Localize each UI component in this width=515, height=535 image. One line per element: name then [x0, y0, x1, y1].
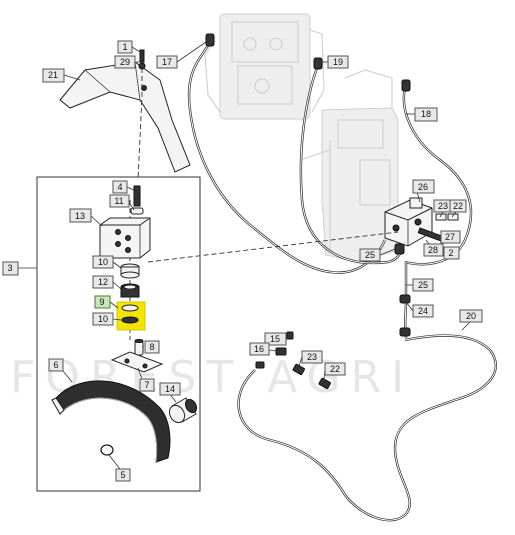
svg-text:10: 10 [98, 314, 108, 324]
subassembly-frame [36, 176, 201, 492]
svg-text:28: 28 [428, 245, 438, 255]
callout-3: 3 [2, 261, 19, 276]
callout-13: 13 [69, 208, 92, 223]
callout-10-upper: 10 [92, 255, 114, 269]
mounting-block [99, 217, 151, 259]
svg-text:25: 25 [365, 250, 375, 260]
svg-text:18: 18 [421, 109, 431, 119]
spacer-part-12 [120, 283, 140, 298]
svg-text:5: 5 [120, 470, 125, 480]
svg-text:16: 16 [254, 344, 264, 354]
callout-12: 12 [92, 275, 114, 289]
svg-text:22: 22 [330, 364, 340, 374]
svg-text:9: 9 [99, 297, 104, 307]
callout-22-lower: 22 [324, 362, 346, 376]
svg-text:20: 20 [466, 311, 476, 321]
callout-8: 8 [144, 340, 160, 354]
callout-29: 29 [114, 55, 136, 69]
callout-23-lower: 23 [301, 350, 323, 364]
callout-9-highlighted: 9 [94, 295, 111, 309]
callout-2: 2 [443, 246, 460, 260]
svg-text:23: 23 [438, 201, 448, 211]
callout-5: 5 [115, 468, 131, 482]
brake-shoe-part-6 [51, 380, 171, 463]
svg-text:13: 13 [75, 211, 85, 221]
svg-text:11: 11 [114, 196, 123, 206]
top-bolt [138, 49, 146, 70]
callout-6: 6 [48, 358, 64, 372]
callout-22-valve: 22 [449, 199, 467, 213]
pin-part-8 [134, 339, 144, 356]
svg-text:24: 24 [418, 306, 428, 316]
svg-text:4: 4 [117, 182, 122, 192]
callout-24: 24 [412, 304, 434, 318]
frame-ghost-drawing [299, 69, 399, 263]
callout-labels: 1 29 17 19 21 18 3 4 11 13 26 23 22 27 2… [2, 40, 483, 482]
assembly-line-to-valve [147, 231, 399, 263]
callout-20: 20 [459, 309, 483, 323]
svg-text:6: 6 [53, 360, 58, 370]
svg-text:17: 17 [162, 57, 172, 67]
svg-text:22: 22 [453, 201, 463, 211]
cylinder-part-14 [168, 397, 198, 424]
callout-28: 28 [423, 243, 444, 257]
svg-text:26: 26 [418, 182, 428, 192]
callout-10-lower: 10 [92, 312, 114, 326]
callout-25-valve: 25 [359, 248, 381, 262]
callout-11: 11 [109, 194, 130, 208]
svg-text:27: 27 [445, 232, 455, 242]
callout-21: 21 [42, 68, 65, 83]
svg-text:2: 2 [448, 248, 453, 258]
svg-text:19: 19 [333, 57, 343, 67]
bolt-part-4 [130, 185, 144, 215]
callout-4: 4 [112, 180, 128, 194]
callout-15: 15 [264, 332, 287, 346]
engine-ghost-drawing [204, 13, 325, 120]
callout-14: 14 [159, 382, 181, 396]
svg-text:23: 23 [307, 352, 317, 362]
svg-text:10: 10 [98, 257, 108, 267]
callout-18: 18 [414, 107, 438, 122]
bushing-part-10-upper [120, 263, 140, 279]
svg-text:25: 25 [418, 280, 428, 290]
callout-17: 17 [156, 55, 178, 69]
callout-26: 26 [412, 179, 435, 194]
callout-25-hose: 25 [412, 278, 434, 292]
hose-end-fittings [205, 33, 411, 337]
callout-27: 27 [440, 230, 461, 244]
loose-fittings [255, 331, 331, 390]
o-ring-part-5 [100, 444, 114, 456]
assembly-line-top [137, 68, 143, 181]
svg-text:15: 15 [270, 334, 280, 344]
plate-part-7 [110, 351, 164, 373]
cover-shield [59, 61, 191, 173]
callout-16: 16 [249, 342, 270, 356]
callout-23-valve: 23 [433, 199, 453, 213]
svg-text:8: 8 [149, 342, 154, 352]
callout-19: 19 [327, 55, 349, 69]
svg-text:7: 7 [144, 380, 149, 390]
svg-text:3: 3 [7, 263, 12, 273]
svg-text:14: 14 [165, 384, 175, 394]
svg-text:21: 21 [48, 70, 58, 80]
svg-text:1: 1 [122, 42, 127, 52]
svg-text:29: 29 [120, 57, 130, 67]
callout-1: 1 [117, 40, 133, 54]
callout-7: 7 [139, 378, 155, 392]
highlighted-part-9 [116, 301, 146, 331]
svg-text:12: 12 [98, 277, 108, 287]
